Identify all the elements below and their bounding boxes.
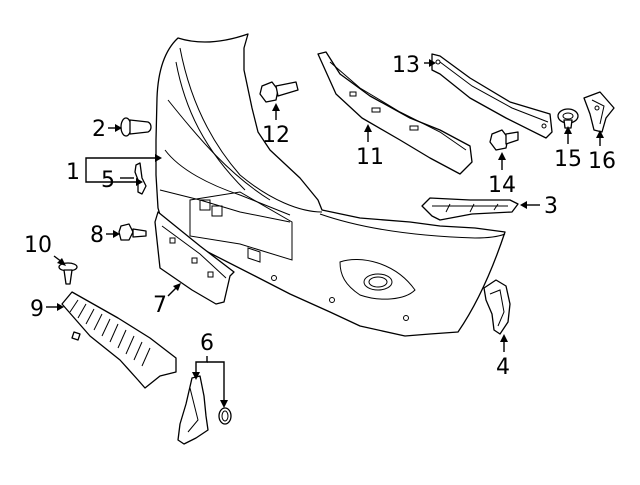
license-plate-bracket [154,211,235,305]
callout-11: 11 [356,145,384,170]
callout-1: 1 [66,160,80,185]
callout-5: 5 [101,168,115,193]
callout-3: 3 [544,194,558,219]
lower-grille-9 [61,291,177,389]
callout-labels: 1 2 3 4 5 6 7 8 9 10 11 12 13 14 15 16 [24,53,616,380]
reinforcement-bar-13 [431,53,553,139]
nut-15 [557,108,579,129]
callout-14: 14 [488,173,516,198]
corner-bracket-4 [483,279,511,335]
bumper-cover [155,33,506,337]
grommet-6 [218,407,232,425]
callout-13: 13 [392,53,420,78]
side-bracket-6 [177,375,209,445]
bracket-16 [583,91,615,133]
bolt-14 [489,129,519,151]
callout-16: 16 [588,149,616,174]
callout-9: 9 [30,297,44,322]
callout-10: 10 [24,233,52,258]
screw-10 [58,262,78,285]
callout-12: 12 [262,123,290,148]
push-pin-2 [120,117,152,137]
side-bracket-3 [421,197,519,221]
callout-4: 4 [496,355,510,380]
callout-2: 2 [92,117,106,142]
clip-5 [134,162,147,195]
absorber-11 [317,51,473,175]
callout-8: 8 [90,223,104,248]
leader-lines [46,59,604,408]
bolt-12 [259,81,299,103]
bolt-8 [118,223,147,241]
callout-6: 6 [200,331,214,356]
callout-7: 7 [153,293,167,318]
callout-15: 15 [554,147,582,172]
